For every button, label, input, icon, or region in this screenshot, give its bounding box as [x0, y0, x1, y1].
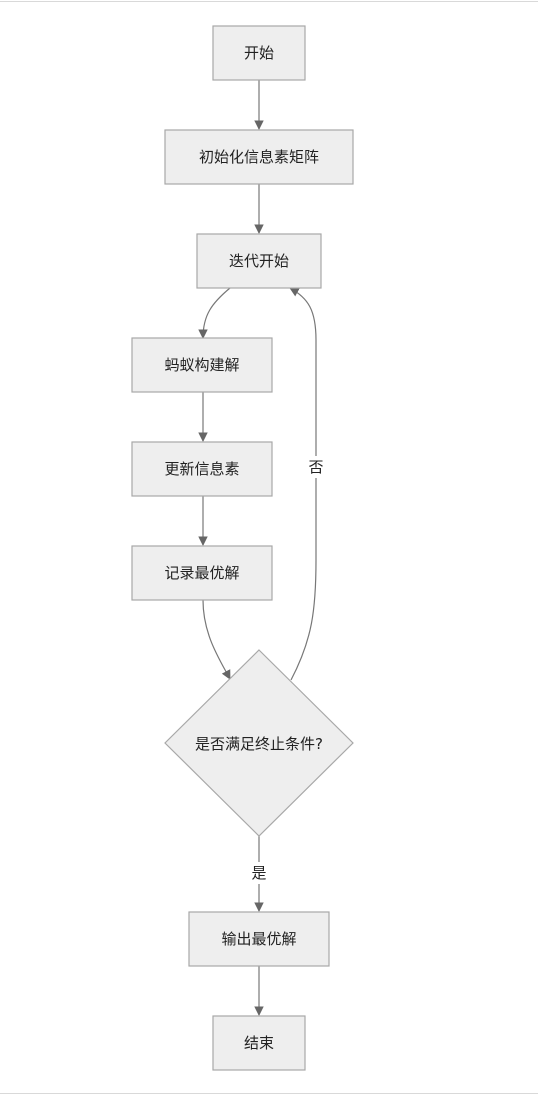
node-update-pheromone-label: 更新信息素 — [164, 460, 239, 478]
node-start-label: 开始 — [244, 44, 274, 62]
node-iter-start-label: 迭代开始 — [229, 252, 289, 270]
node-init-label: 初始化信息素矩阵 — [199, 148, 319, 166]
node-ant-build: 蚂蚁构建解 — [131, 337, 273, 393]
node-init: 初始化信息素矩阵 — [164, 129, 354, 185]
edge-iter-start-to-ant-build — [198, 287, 231, 339]
node-update-pheromone: 更新信息素 — [131, 441, 273, 497]
node-record-best: 记录最优解 — [131, 545, 273, 601]
edge-label-yes: 是 — [251, 864, 266, 882]
edge-label-no: 否 — [308, 458, 323, 476]
node-start: 开始 — [212, 25, 306, 81]
node-output-best-label: 输出最优解 — [221, 930, 296, 948]
node-end-label: 结束 — [244, 1034, 274, 1052]
edge-record-to-decision — [202, 599, 231, 680]
node-iter-start: 迭代开始 — [196, 233, 322, 289]
node-record-best-label: 记录最优解 — [164, 564, 239, 582]
node-decision-label: 是否满足终止条件? — [195, 735, 323, 753]
no-label-bg — [305, 456, 327, 478]
edge-decision-to-iter-start-no — [289, 287, 317, 681]
top-border — [0, 1, 538, 2]
node-end: 结束 — [212, 1015, 306, 1071]
yes-label-bg — [248, 862, 270, 884]
bottom-border — [0, 1093, 538, 1094]
node-ant-build-label: 蚂蚁构建解 — [164, 356, 239, 374]
node-output-best: 输出最优解 — [188, 911, 330, 967]
node-decision: 是否满足终止条件? — [164, 649, 354, 837]
